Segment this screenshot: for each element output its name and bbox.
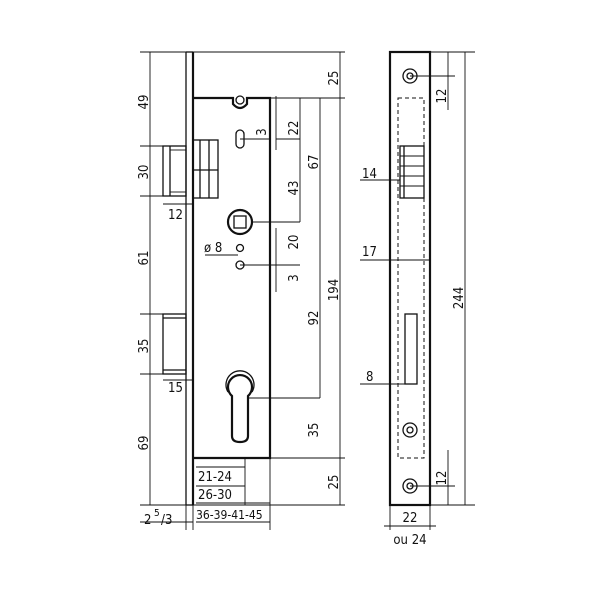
latch-bolt xyxy=(162,313,187,375)
side-dim-12-bottom: 12 xyxy=(435,471,450,486)
deadbolt-side xyxy=(399,145,425,199)
dim-25-bottom: 25 xyxy=(327,475,342,490)
dim-194: 194 xyxy=(327,279,342,301)
backset-36-45: 36-39-41-45 xyxy=(196,508,263,522)
top-notch xyxy=(235,95,245,105)
dim-22: 22 xyxy=(287,121,302,136)
backset-26-30: 26-30 xyxy=(198,488,232,503)
dim-3-bottom: 3 xyxy=(287,274,302,281)
left-dimension-chain xyxy=(140,51,186,506)
dim-67: 67 xyxy=(307,155,322,170)
dim-20: 20 xyxy=(287,235,302,250)
side-faceplate xyxy=(388,50,432,507)
dim-92: 92 xyxy=(307,311,322,326)
backset-table xyxy=(196,458,271,530)
dim-15-latch: 15 xyxy=(168,381,183,396)
thickness-base: 2 xyxy=(144,513,151,528)
side-dim-14: 14 xyxy=(362,167,377,182)
dim-43: 43 xyxy=(287,181,302,196)
square-spindle-hole xyxy=(233,215,247,229)
side-dim-12-top: 12 xyxy=(435,89,450,104)
euro-cylinder-cutout xyxy=(226,374,254,444)
side-dim-17: 17 xyxy=(362,245,377,260)
side-dim-8: 8 xyxy=(366,370,373,385)
side-view xyxy=(360,50,475,530)
dim-3-top: 3 xyxy=(255,128,270,135)
side-dim-244: 244 xyxy=(452,287,467,309)
lower-screw xyxy=(402,422,418,438)
dim-35-cylinder: 35 xyxy=(307,423,322,438)
dim-dia-8: ø 8 xyxy=(204,241,222,256)
dim-61: 61 xyxy=(137,251,152,266)
thickness-sup: 5 xyxy=(154,508,160,519)
side-width-alt-24: ou 24 xyxy=(393,533,426,548)
dim-30: 30 xyxy=(137,165,152,180)
spindle-hub xyxy=(226,208,254,236)
dim-69: 69 xyxy=(137,436,152,451)
deadbolt-latch xyxy=(162,139,219,199)
side-width-22: 22 xyxy=(403,511,418,526)
backset-21-24: 21-24 xyxy=(198,470,232,485)
hole-8mm-upper xyxy=(235,243,245,253)
latch-window xyxy=(404,313,418,385)
hidden-body-outline xyxy=(397,97,425,459)
dim-12-strike: 12 xyxy=(168,208,183,223)
front-view: 49 30 61 35 69 12 15 ø 8 xyxy=(137,51,345,530)
dim-35-latch: 35 xyxy=(137,339,152,354)
dim-49: 49 xyxy=(137,95,152,110)
dim-25-top: 25 xyxy=(327,71,342,86)
thickness-sub: /3 xyxy=(161,513,172,528)
right-dimension-chain xyxy=(193,51,345,506)
